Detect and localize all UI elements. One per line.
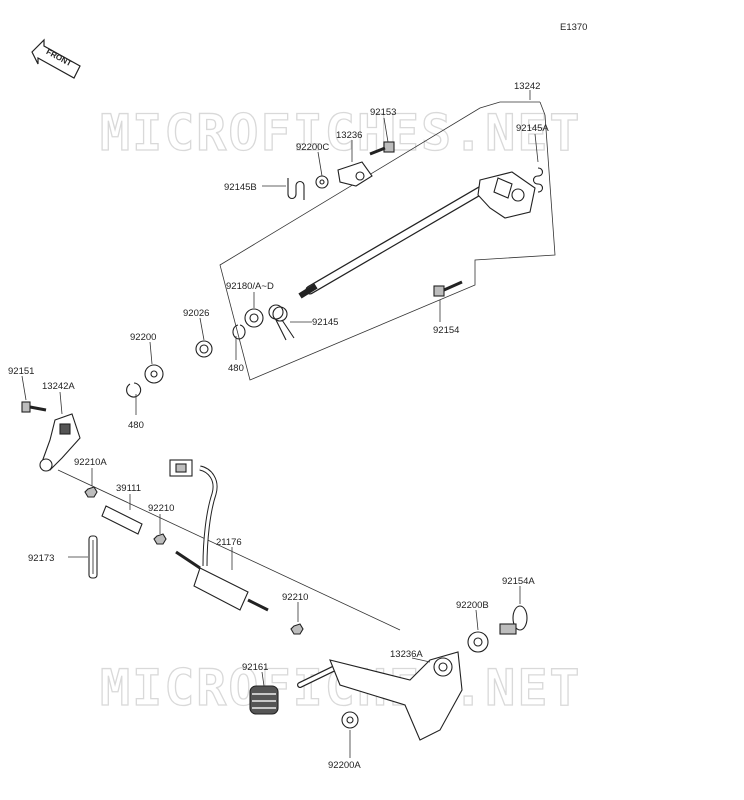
label-92180: 92180/A~D bbox=[226, 281, 274, 292]
label-92026: 92026 bbox=[183, 308, 209, 319]
label-92173: 92173 bbox=[28, 553, 54, 564]
clamp-92173-icon bbox=[88, 535, 98, 579]
arm-13236-icon bbox=[337, 161, 373, 187]
bolt-92151-icon bbox=[21, 401, 47, 413]
assembly-bracket-13242 bbox=[219, 101, 556, 381]
label-21176: 21176 bbox=[216, 537, 242, 548]
label-92145: 92145 bbox=[312, 317, 338, 328]
bolt-92154-icon bbox=[433, 280, 463, 297]
leader-lines bbox=[21, 90, 539, 758]
sensor-21176-icon bbox=[169, 459, 269, 612]
spring-92145a-icon bbox=[532, 167, 544, 193]
rod-39111-icon bbox=[101, 505, 143, 535]
spring-92145-icon bbox=[268, 304, 295, 341]
watermark-top: MICROFICHES.NET bbox=[100, 104, 582, 162]
label-92200c: 92200C bbox=[296, 142, 329, 153]
label-92200b: 92200B bbox=[456, 600, 489, 611]
label-92210-upper: 92210 bbox=[148, 503, 174, 514]
lever-13242a-icon bbox=[39, 413, 81, 472]
circlip-480-upper-icon bbox=[232, 324, 246, 340]
diagram-code: E1370 bbox=[560, 22, 587, 33]
label-92153: 92153 bbox=[370, 107, 396, 118]
nut-92210-upper-icon bbox=[153, 533, 167, 545]
label-92200: 92200 bbox=[130, 332, 156, 343]
bolt-92154a-icon bbox=[499, 605, 528, 635]
label-480-lower: 480 bbox=[128, 420, 144, 431]
label-39111: 39111 bbox=[116, 483, 141, 494]
label-92145a: 92145A bbox=[516, 123, 549, 134]
label-92210-lower: 92210 bbox=[282, 592, 308, 603]
label-13242a: 13242A bbox=[42, 381, 75, 392]
nut-92210a-icon bbox=[84, 486, 98, 498]
circlip-480-lower-icon bbox=[126, 382, 142, 398]
label-92154: 92154 bbox=[433, 325, 459, 336]
label-92151: 92151 bbox=[8, 366, 34, 377]
label-13242: 13242 bbox=[514, 81, 540, 92]
label-92200a: 92200A bbox=[328, 760, 361, 771]
gear-shift-shaft bbox=[298, 171, 536, 299]
nut-92210-lower-icon bbox=[290, 623, 304, 635]
label-92145b: 92145B bbox=[224, 182, 257, 193]
label-13236a: 13236A bbox=[390, 649, 423, 660]
label-480-upper: 480 bbox=[228, 363, 244, 374]
label-13236: 13236 bbox=[336, 130, 362, 141]
shift-pedal-13236a-icon bbox=[297, 651, 463, 741]
label-92161: 92161 bbox=[242, 662, 268, 673]
bolt-92153-icon bbox=[369, 141, 395, 156]
label-92154a: 92154A bbox=[502, 576, 535, 587]
front-arrow-icon: FRONT bbox=[31, 38, 81, 79]
label-92210a: 92210A bbox=[74, 457, 107, 468]
spring-92145b-icon bbox=[287, 178, 305, 200]
rubber-92161-icon bbox=[249, 685, 279, 715]
